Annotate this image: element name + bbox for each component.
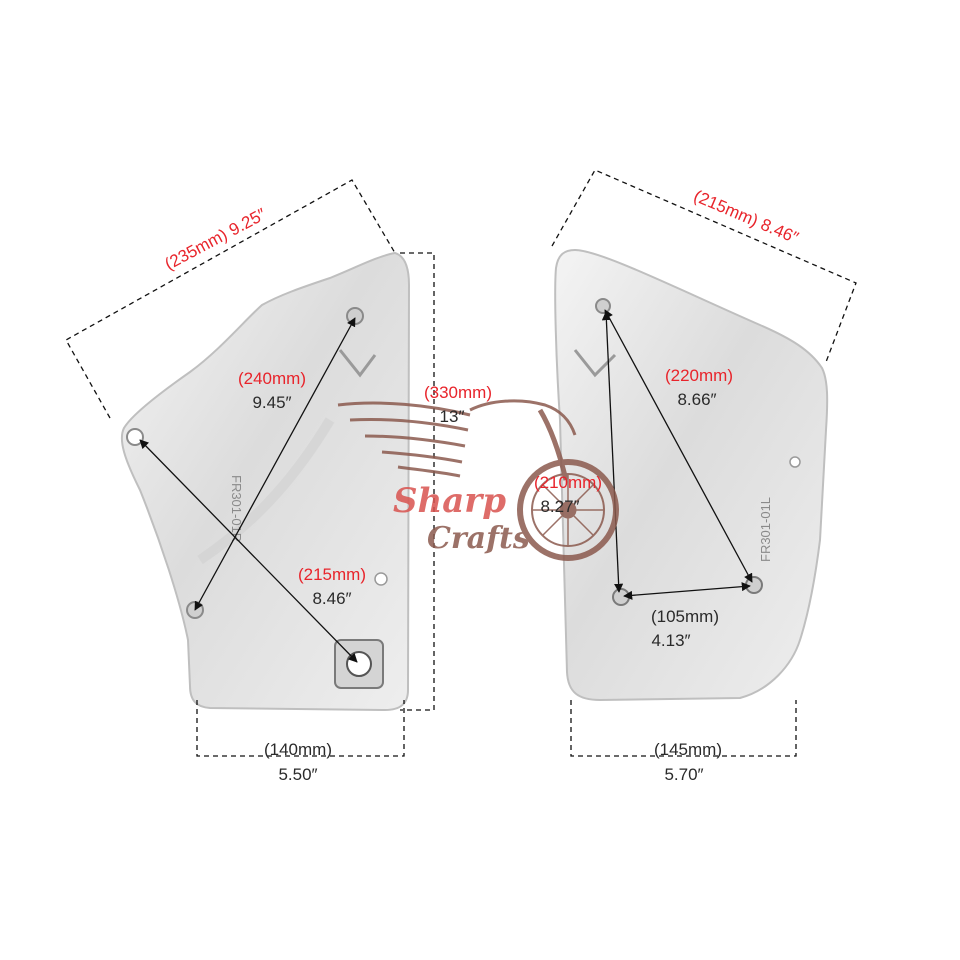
right-mount-hole-top <box>595 298 611 314</box>
right-vertical-arrow <box>601 311 624 593</box>
left-long-diagonal-in: 9.45″ <box>252 393 291 412</box>
left-width-in: 5.50″ <box>278 765 317 784</box>
right-width-in: 5.70″ <box>664 765 703 784</box>
left-top-diagonal-guide <box>65 179 396 419</box>
left-mount-hole-left <box>126 428 144 446</box>
right-vertical-in: 8.27″ <box>540 497 579 516</box>
right-mount-spacing-arrow <box>623 582 751 600</box>
left-bottom-diagonal-in: 8.46″ <box>312 589 351 608</box>
left-width-guide <box>196 700 405 757</box>
right-long-diagonal-in: 8.66″ <box>677 390 716 409</box>
right-long-diagonal-arrow <box>604 309 753 583</box>
left-top-diagonal-label: (235mm) 9.25″ <box>162 205 270 274</box>
right-mount-spacing-in: 4.13″ <box>651 631 690 650</box>
right-width-guide <box>570 700 797 757</box>
left-bottom-diagonal-mm: (215mm) <box>298 565 366 584</box>
watermark-brand-line2: Crafts <box>427 521 530 556</box>
left-long-diagonal-mm: (240mm) <box>238 369 306 388</box>
right-top-diagonal-guide <box>551 169 857 363</box>
right-vertical-mm: (210mm) <box>534 473 602 492</box>
left-mount-hole-top <box>346 307 364 325</box>
left-height-mm: (330mm) <box>424 383 492 402</box>
right-dimension-guides <box>551 169 857 757</box>
right-part-code: FR301-01L <box>758 497 773 562</box>
watermark-brand-line1: Sharp <box>393 481 506 521</box>
left-part-code: FR301-01R <box>229 475 244 542</box>
right-top-diagonal-label: (215mm) 8.46″ <box>691 186 801 247</box>
right-width-mm: (145mm) <box>654 740 722 759</box>
left-width-mm: (140mm) <box>264 740 332 759</box>
right-mount-spacing-mm: (105mm) <box>651 607 719 626</box>
sharp-crafts-watermark: Sharp Crafts <box>337 399 619 561</box>
left-dimension-guides <box>65 179 435 757</box>
right-long-diagonal-mm: (220mm) <box>665 366 733 385</box>
right-mount-hole-bottom-right <box>745 576 763 594</box>
left-height-in: 13″ <box>440 407 465 426</box>
motorcycle-wheel-icon <box>517 408 619 561</box>
left-bottom-diagonal-arrow <box>139 439 358 663</box>
left-small-hole <box>374 572 388 586</box>
wing-icon <box>337 399 577 478</box>
right-small-hole <box>789 456 801 468</box>
left-height-guide <box>400 252 435 711</box>
right-mount-hole-bottom-left <box>612 588 630 606</box>
